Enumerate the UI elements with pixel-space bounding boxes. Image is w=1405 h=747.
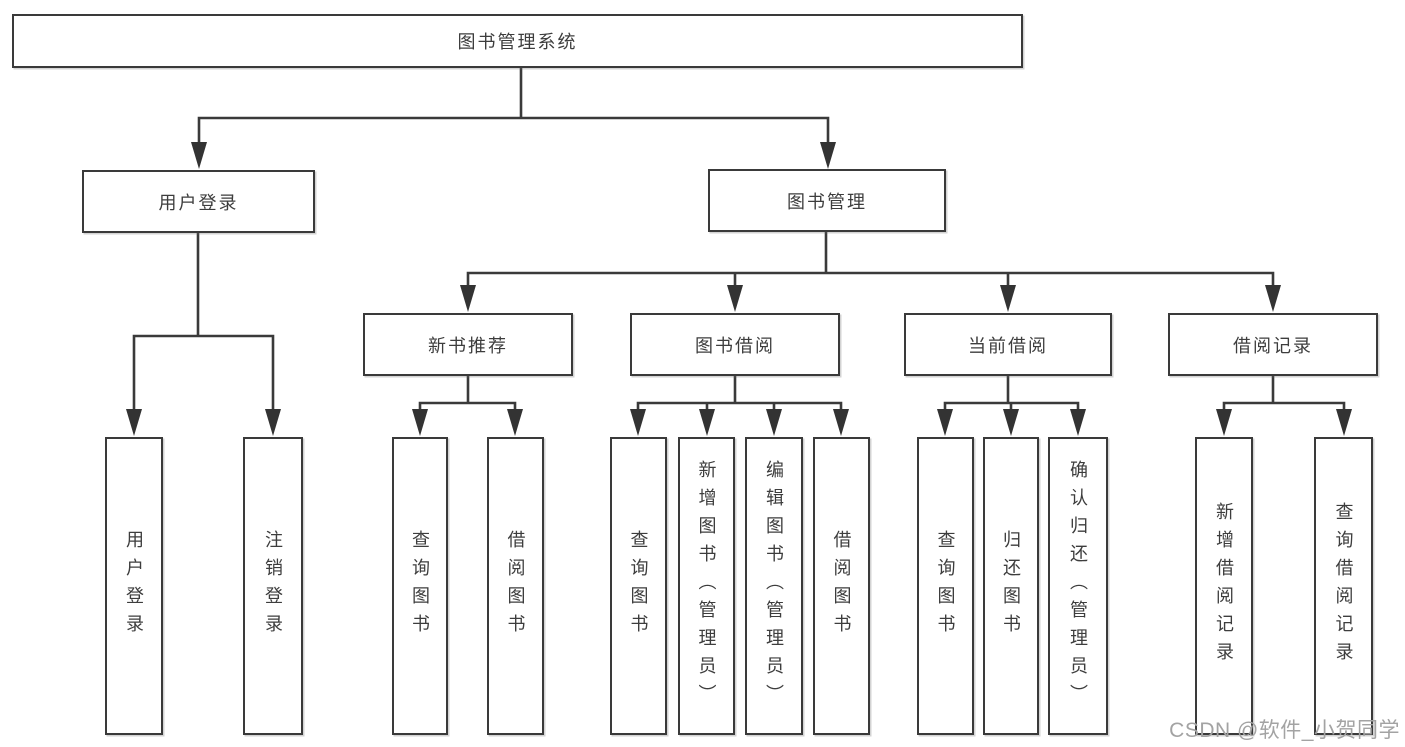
leaf-confirm-return-admin: 确认归还（管理员） [1048,437,1108,735]
leaf-logout: 注销登录 [243,437,303,735]
node-borrow-records: 借阅记录 [1168,313,1378,376]
arrowhead [460,285,476,312]
node-label: 借阅记录 [1233,335,1313,356]
leaf-add-books-admin: 新增图书（管理员） [678,437,735,735]
node-label: 图书管理系统 [457,32,578,52]
arrowhead [766,409,782,436]
node-user-login: 用户登录 [82,170,315,233]
node-label: 借阅图书 [505,530,526,642]
arrowhead [833,409,849,436]
connector-book-management [466,231,1275,288]
node-label: 确认归还（管理员） [1068,460,1088,712]
node-label: 编辑图书（管理员） [764,460,784,712]
leaf-query-borrow-record: 查询借阅记录 [1314,437,1373,735]
node-label: 查询借阅记录 [1333,502,1354,670]
connector-new-book [418,375,517,412]
leaf-return-books: 归还图书 [983,437,1039,735]
arrowhead [820,142,836,169]
csdn-watermark: CSDN @软件_小贺同学 [1169,719,1400,742]
node-label: 查询图书 [628,530,649,642]
arrowhead [1216,409,1232,436]
arrowhead [507,409,523,436]
leaf-borrow-books-recommend: 借阅图书 [487,437,544,735]
arrowhead [265,409,281,436]
node-book-borrow: 图书借阅 [630,313,840,376]
node-new-book-recommend: 新书推荐 [363,313,573,376]
connector-borrow-records [1222,375,1346,412]
arrowhead [630,409,646,436]
arrowhead [1003,409,1019,436]
node-label: 归还图书 [1001,530,1021,642]
leaf-add-borrow-record: 新增借阅记录 [1195,437,1253,735]
node-label: 用户登录 [124,530,144,642]
connector-current-borrow [943,375,1080,412]
arrowhead [1000,285,1016,312]
node-label: 查询图书 [935,530,956,642]
node-label: 查询图书 [410,530,430,642]
node-book-management: 图书管理 [708,169,946,232]
node-label: 用户登录 [158,192,239,213]
arrowhead [126,409,142,436]
leaf-query-books-current: 查询图书 [917,437,974,735]
node-label: 图书借阅 [695,335,775,356]
arrowhead [1336,409,1352,436]
node-label: 借阅图书 [831,530,852,642]
leaf-query-books-recommend: 查询图书 [392,437,448,735]
arrowhead [937,409,953,436]
node-label: 新书推荐 [428,335,508,356]
leaf-user-login: 用户登录 [105,437,163,735]
node-library-management-system: 图书管理系统 [12,14,1023,68]
arrowhead [412,409,428,436]
node-label: 当前借阅 [968,335,1048,356]
arrowhead [1070,409,1086,436]
arrowhead [191,142,207,169]
arrowhead [699,409,715,436]
leaf-query-books-borrow: 查询图书 [610,437,667,735]
node-label: 新增图书（管理员） [696,460,717,712]
arrowhead [727,285,743,312]
connector-root [197,67,830,146]
node-label: 图书管理 [787,191,867,212]
leaf-borrow-books: 借阅图书 [813,437,870,735]
leaf-edit-books-admin: 编辑图书（管理员） [745,437,803,735]
connector-user-login [132,232,275,412]
arrowhead [1265,285,1281,312]
node-current-borrow: 当前借阅 [904,313,1112,376]
node-label: 新增借阅记录 [1214,502,1234,670]
connector-book-borrow [636,375,843,412]
node-label: 注销登录 [263,530,283,642]
